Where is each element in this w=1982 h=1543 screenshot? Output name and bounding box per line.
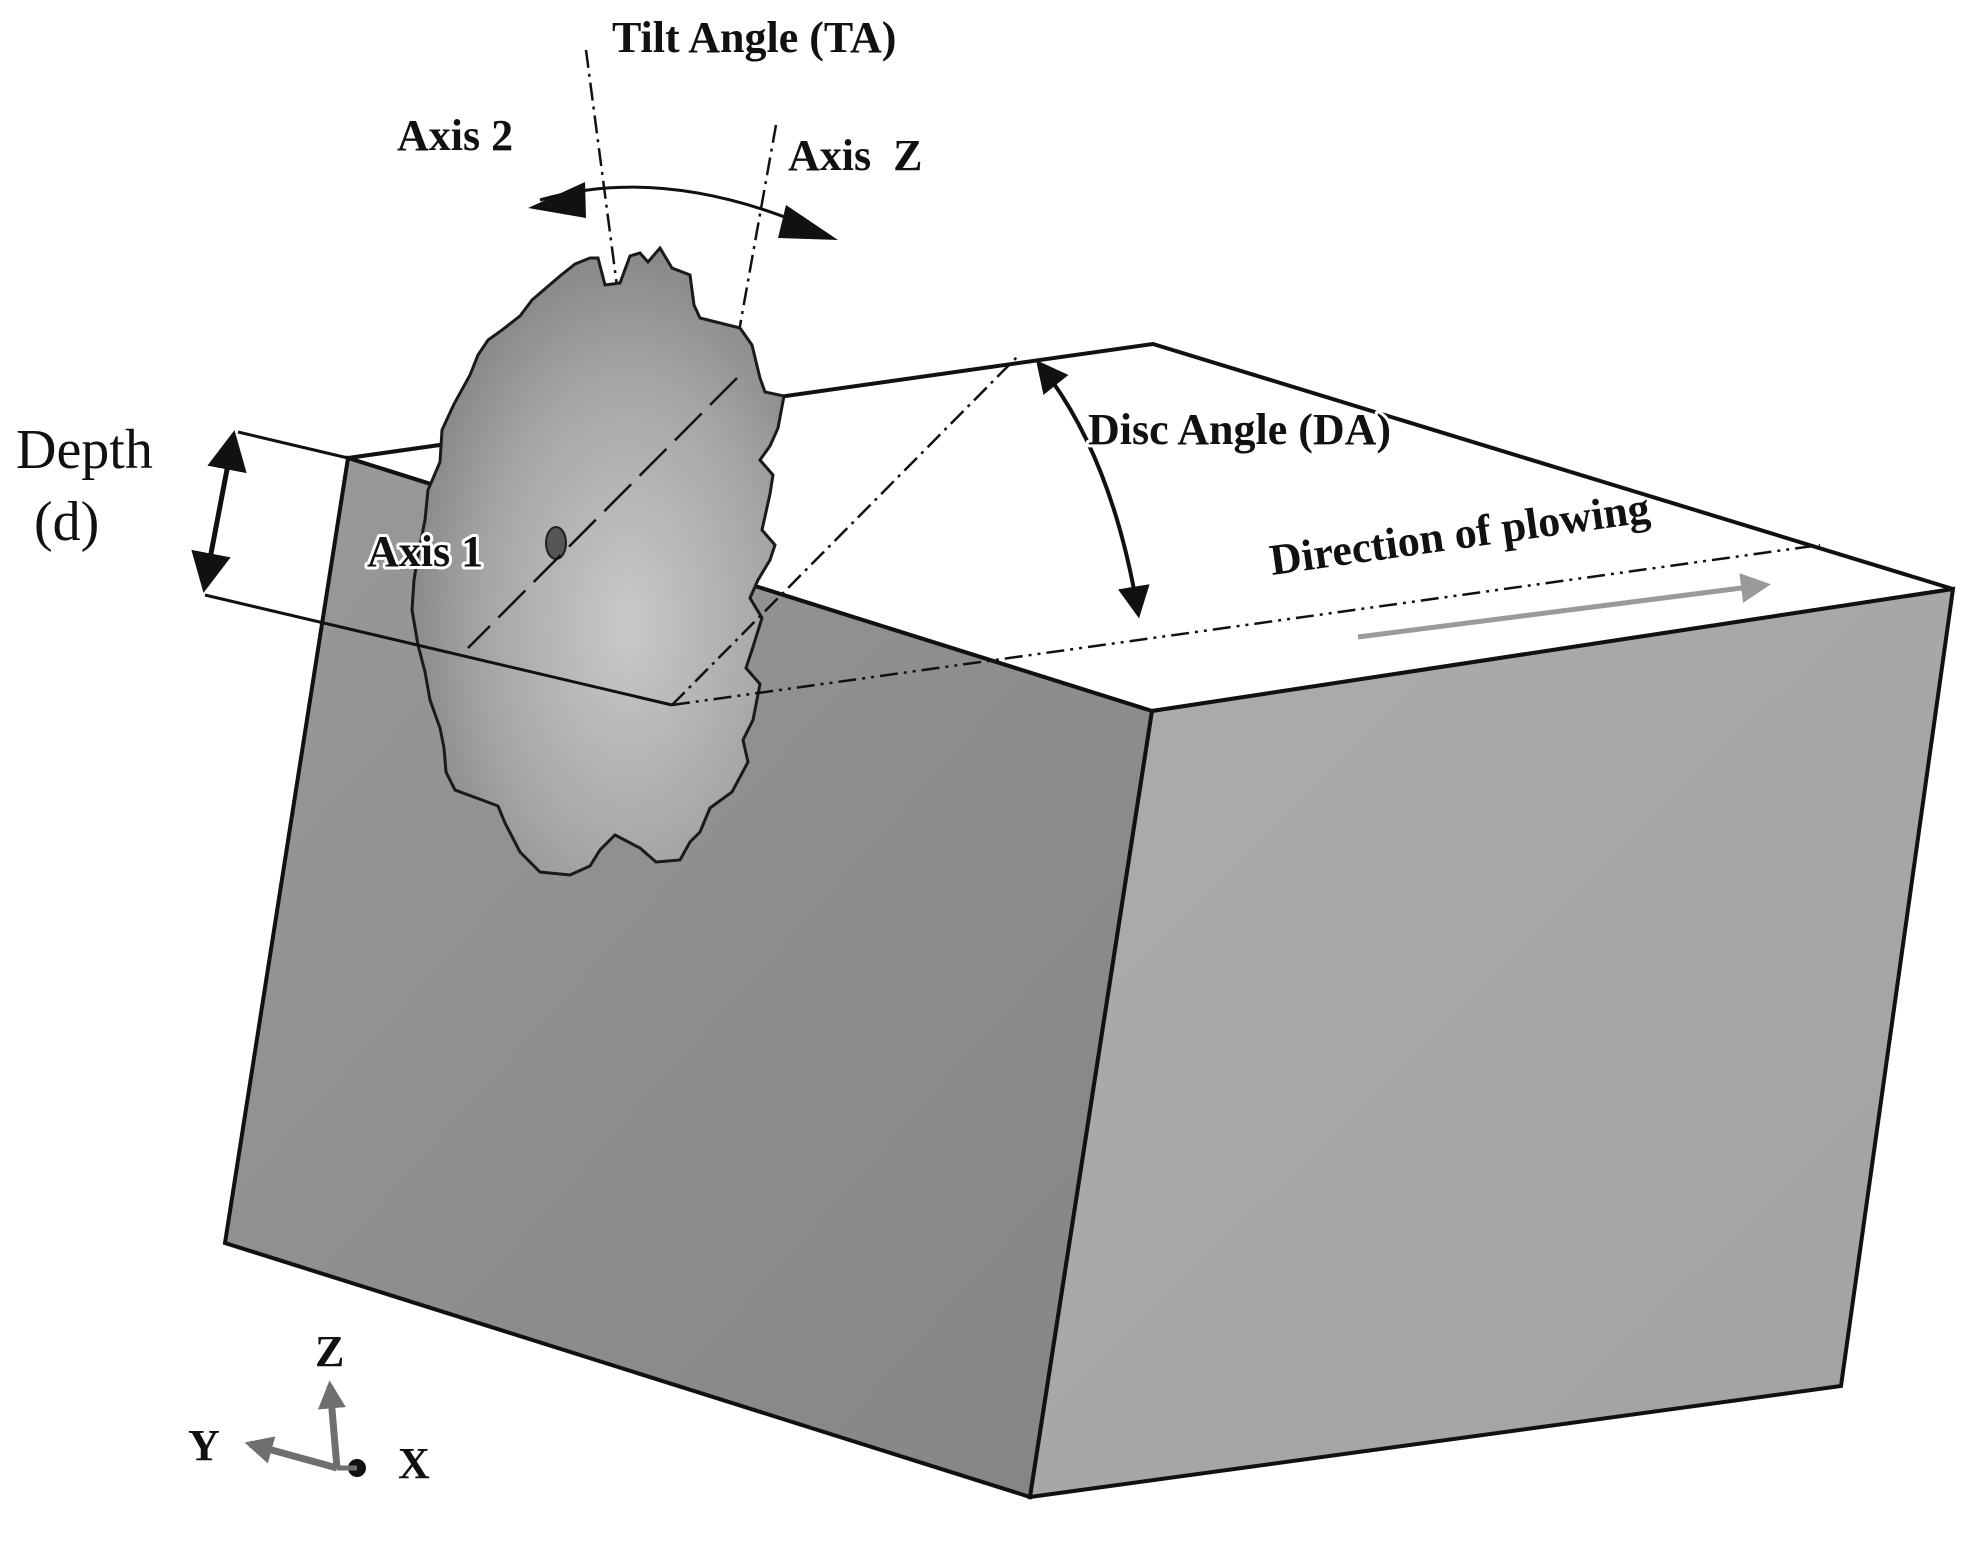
- tilt-arrowhead-right: [778, 205, 838, 240]
- depth-label: Depth: [16, 419, 153, 481]
- disc-angle-label: Disc Angle (DA): [1088, 405, 1391, 454]
- disc-blade: [410, 245, 786, 877]
- disc-blade-icon: [410, 245, 786, 877]
- triad-x-label: X: [398, 1439, 430, 1488]
- tilt-arrowhead-left: [528, 182, 586, 218]
- disc-bottom-edge-line: [204, 593, 673, 707]
- disc-angle-arc: [1036, 360, 1150, 619]
- tilt-angle-arc: [528, 182, 838, 240]
- coordinate-triad-icon: Z Y X: [188, 1327, 430, 1488]
- axis-2-label: Axis 2: [397, 111, 513, 160]
- furrow-line: [671, 543, 1821, 707]
- axis-1-label: Axis 1: [367, 527, 483, 576]
- disc-hub-hole: [545, 526, 567, 560]
- triad-y-label: Y: [188, 1421, 220, 1470]
- tilt-angle-label: Tilt Angle (TA): [612, 13, 896, 62]
- block-right-face: [1027, 586, 1956, 1500]
- triad-z-label: Z: [315, 1327, 344, 1376]
- axis-1-line: [467, 377, 738, 649]
- direction-arrow: [1357, 573, 1771, 640]
- depth-dimension: [191, 430, 349, 593]
- depth-symbol-label: (d): [34, 491, 99, 553]
- axis-z-label: Axis Z: [788, 131, 922, 180]
- labels: Tilt Angle (TA) Axis 2 Axis Z Depth (d) …: [16, 13, 1653, 585]
- disc-angle-ray: [671, 355, 1019, 706]
